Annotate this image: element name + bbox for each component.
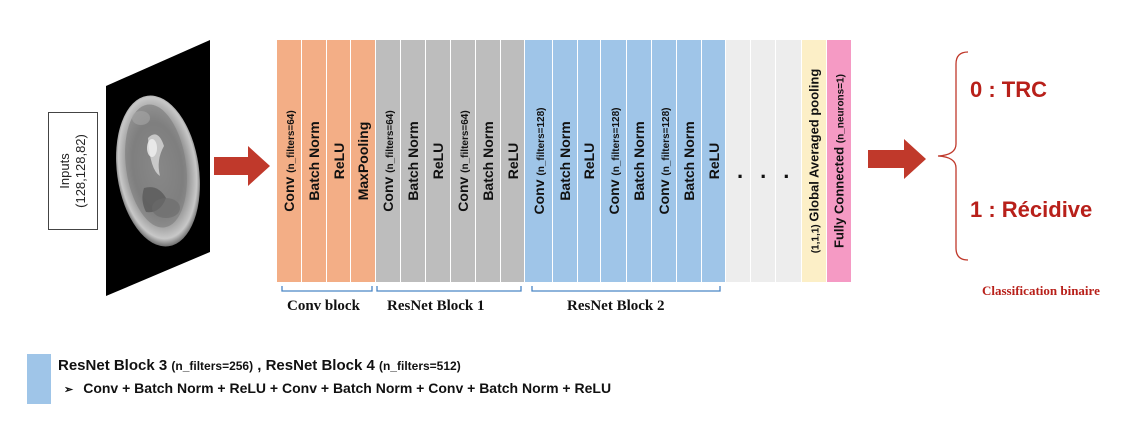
layer-label: Batch Norm	[405, 121, 421, 201]
layer-batch-norm: Batch Norm	[627, 40, 652, 282]
layer-param: (n_neurons=1)	[835, 74, 847, 144]
layer-conv: Conv (n_filters=128)	[525, 40, 553, 282]
class-1-label: 1 : Récidive	[970, 197, 1093, 222]
layer-batch-norm: Batch Norm	[476, 40, 501, 282]
layer-label: Batch Norm	[306, 121, 322, 201]
layer-relu: ReLU	[702, 40, 726, 282]
label-conv-block: Conv block	[287, 298, 360, 314]
layer-fully-connected: Fully Connected (n_neurons=1)	[827, 40, 852, 282]
layer-batch-norm: Batch Norm	[401, 40, 426, 282]
layer-param: (1,1,1)	[810, 221, 822, 254]
layer-label: ReLU	[504, 142, 521, 180]
label-resnet-block-1: ResNet Block 1	[387, 298, 485, 314]
layer-param: (n_filters=64)	[460, 110, 471, 173]
layer-param: (n_filters=64)	[385, 110, 396, 173]
input-label-line1: Inputs	[57, 153, 72, 189]
output-arrow-icon	[868, 139, 926, 179]
layer-relu: ReLU	[578, 40, 601, 282]
layer-label: ReLU	[430, 142, 446, 180]
layer-placeholder	[776, 40, 802, 282]
legend-sequence: Conv + Batch Norm + ReLU + Conv + Batch …	[83, 380, 612, 396]
layer-label: Conv	[455, 172, 471, 212]
layer-label: MaxPooling	[355, 121, 371, 201]
layer-relu: ReLU	[501, 40, 525, 282]
layer-conv: Conv (n_filters=64)	[277, 40, 302, 282]
layer-label: Batch Norm	[480, 121, 496, 201]
layer-label: ReLU	[330, 142, 347, 180]
layer-label: Conv	[281, 172, 297, 212]
layer-label: Conv	[656, 175, 672, 215]
layer-placeholder	[726, 40, 751, 282]
layer-conv: Conv (n_filters=64)	[451, 40, 476, 282]
layer-label: Fully Connected	[831, 143, 847, 248]
layer-maxpooling: MaxPooling	[351, 40, 376, 282]
output-brace	[937, 51, 969, 261]
layer-label: Conv	[380, 172, 396, 212]
layer-global-avg-pooling: (1,1,1) Global Averaged pooling	[802, 40, 827, 282]
layer-placeholder	[751, 40, 776, 282]
layer-param: (n_filters=128)	[535, 107, 547, 176]
classification-caption: Classification binaire	[982, 283, 1100, 298]
layer-label: Batch Norm	[631, 121, 647, 201]
layer-label: Conv	[530, 175, 547, 215]
legend-color-swatch	[27, 354, 51, 404]
legend-description: ➢ Conv + Batch Norm + ReLU + Conv + Batch…	[64, 380, 611, 396]
layer-batch-norm: Batch Norm	[302, 40, 327, 282]
layer-relu: ReLU	[426, 40, 451, 282]
layer-label: Batch Norm	[681, 121, 697, 201]
class-0-label: 0 : TRC	[970, 77, 1047, 102]
layer-label: Conv	[605, 175, 622, 215]
layer-batch-norm: Batch Norm	[553, 40, 578, 282]
legend-block3: ResNet Block 3	[58, 357, 172, 374]
legend-block4-param: (n_filters=512)	[378, 359, 461, 373]
input-label-line2: (128,128,82)	[73, 134, 88, 208]
arrow-bullet-icon: ➢	[64, 384, 74, 396]
input-shape-label: Inputs (128,128,82)	[48, 112, 98, 230]
ellipsis-dots: ...	[737, 158, 807, 183]
layer-conv: Conv (n_filters=64)	[376, 40, 401, 282]
layer-param: (n_filters=64)	[286, 110, 297, 173]
layer-label: Batch Norm	[557, 121, 573, 201]
layer-label: ReLU	[581, 142, 597, 180]
legend-title: ResNet Block 3 (n_filters=256) , ResNet …	[58, 357, 461, 374]
input-arrow-icon	[214, 146, 270, 186]
layer-label: ReLU	[705, 142, 722, 180]
label-resnet-block-2: ResNet Block 2	[567, 298, 665, 314]
layer-batch-norm: Batch Norm	[677, 40, 702, 282]
layer-relu: ReLU	[327, 40, 351, 282]
layer-param: (n_filters=128)	[661, 107, 672, 176]
mri-input-image	[106, 40, 210, 296]
layer-label: Global Averaged pooling	[806, 68, 822, 222]
legend-block3-param: (n_filters=256)	[171, 359, 254, 373]
layer-conv: Conv (n_filters=128)	[601, 40, 627, 282]
block-braces	[281, 286, 721, 292]
legend-block4: , ResNet Block 4	[253, 357, 379, 374]
layer-param: (n_filters=128)	[610, 107, 622, 176]
layer-conv: Conv (n_filters=128)	[652, 40, 677, 282]
